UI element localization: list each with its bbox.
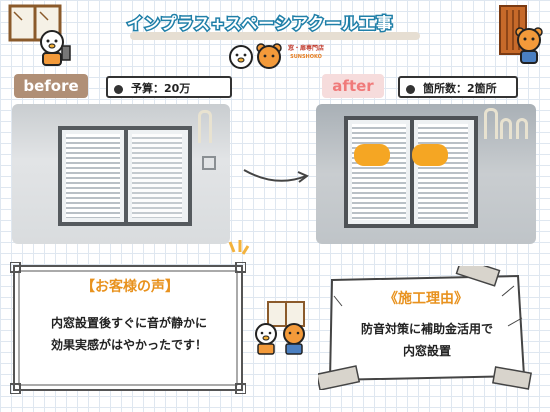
after-window-frame [344, 116, 478, 228]
privacy-blur-right [412, 144, 448, 166]
logo-bear-icon [256, 43, 282, 69]
reason-title: 《施工理由》 [384, 291, 468, 307]
customer-voice-frame [10, 262, 246, 394]
bullet-dot-icon [406, 84, 415, 94]
before-info-box: 予算：20万 [106, 76, 232, 98]
window-illustration-icon [8, 4, 62, 42]
customer-voice-line: 内窓設置後すぐに音が静かに [50, 316, 207, 330]
reason-line: 内窓設置 [402, 344, 451, 358]
after-badge: after [322, 74, 384, 98]
after-info-box: 箇所数：2箇所 [398, 76, 518, 98]
mascot-worker-icon [40, 30, 71, 66]
logo-sub: SUNSHOKO [290, 54, 322, 60]
budget-text: 予算：20万 [131, 82, 191, 95]
page-title: インプラス+スペーシアクール工事 [125, 13, 394, 35]
sparkle-icon [228, 240, 250, 255]
mascot-bear-icon [515, 27, 543, 64]
customer-voice-line: 効果実感がはやかったです！ [50, 338, 207, 352]
logo-text: 窓・扉専門店 SUNSHOKO [236, 44, 376, 62]
bullet-dot-icon [114, 84, 123, 94]
before-photo [12, 104, 230, 244]
reason-line: 防音対策に補助金活用で [360, 322, 493, 336]
before-window-frame [58, 126, 192, 226]
reason-paper-frame [318, 266, 532, 390]
customer-voice-title: 【お客様の声】 [81, 279, 179, 295]
logo-name: 窓・扉専門店 [287, 45, 324, 52]
privacy-blur-left [354, 144, 390, 166]
title-underline [130, 32, 420, 40]
reason-text: 防音対策に補助金活用で 内窓設置 [330, 318, 524, 362]
logo-bird-icon [229, 45, 253, 69]
before-badge: before [14, 74, 88, 98]
count-text: 箇所数：2箇所 [423, 82, 497, 95]
after-photo [316, 104, 536, 244]
customer-voice-text: 内窓設置後すぐに音が静かに 効果実感がはやかったです！ [18, 312, 240, 356]
before-after-arrow-icon [243, 169, 309, 183]
mascots-window-icon [255, 301, 305, 355]
